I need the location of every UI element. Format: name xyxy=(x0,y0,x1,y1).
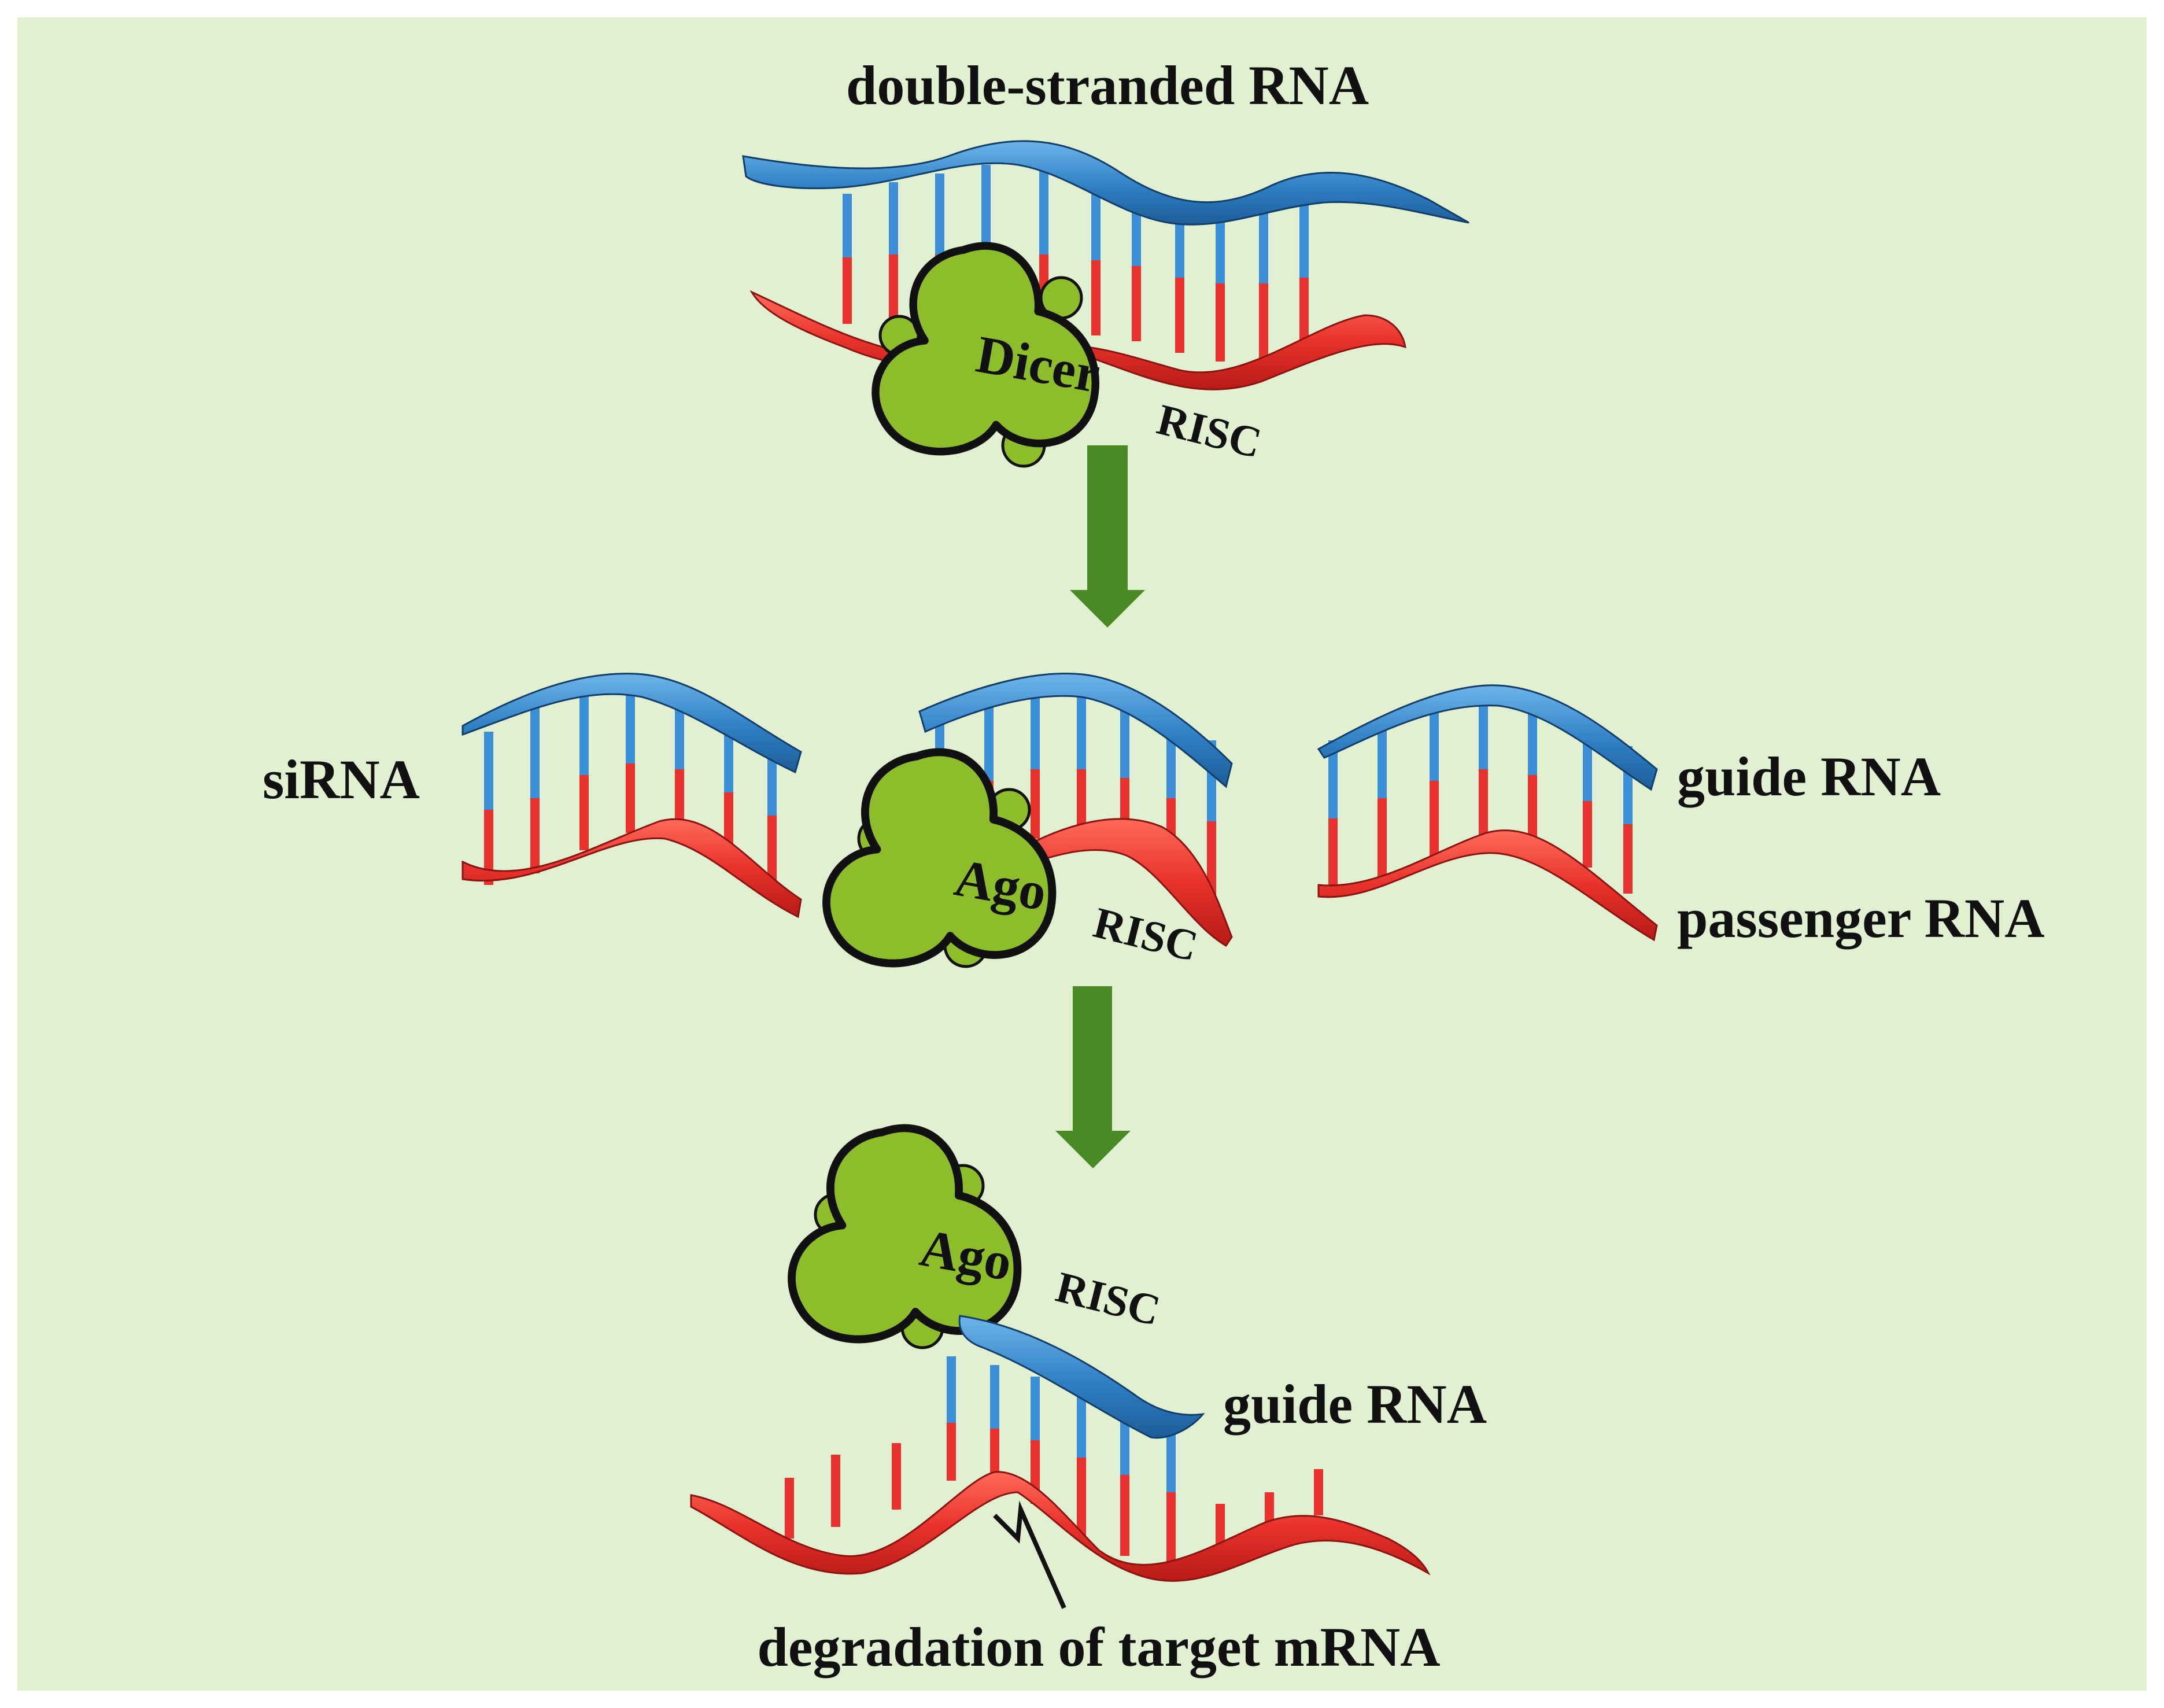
sirna-helix-left xyxy=(461,673,802,918)
cleavage-mark xyxy=(993,1500,1066,1609)
degradation-label: degradation of target mRNA xyxy=(757,1616,1440,1678)
target-mrna-strand xyxy=(690,1471,1431,1582)
title-double-stranded-rna: double-stranded RNA xyxy=(846,54,1369,116)
passenger-rna-label: passenger RNA xyxy=(1677,887,2045,949)
ago-protein-middle: Ago xyxy=(826,752,1052,968)
down-arrow-2 xyxy=(1055,986,1131,1168)
guide-rna-label-bottom: guide RNA xyxy=(1223,1373,1487,1435)
guide-rna-strand-bottom xyxy=(958,1315,1205,1439)
dsrna-blue-strand xyxy=(742,140,1469,226)
target-mrna-complex xyxy=(690,1315,1431,1609)
dicer-protein: Dicer xyxy=(876,246,1105,468)
guide-rna-label-middle: guide RNA xyxy=(1677,746,1941,807)
down-arrow-1 xyxy=(1070,445,1145,628)
sirna-helix-right xyxy=(1317,684,1658,942)
sirna-label: siRNA xyxy=(263,748,420,810)
ago-protein-bottom: Ago xyxy=(792,1128,1017,1349)
sirna-helix-center xyxy=(918,672,1233,947)
